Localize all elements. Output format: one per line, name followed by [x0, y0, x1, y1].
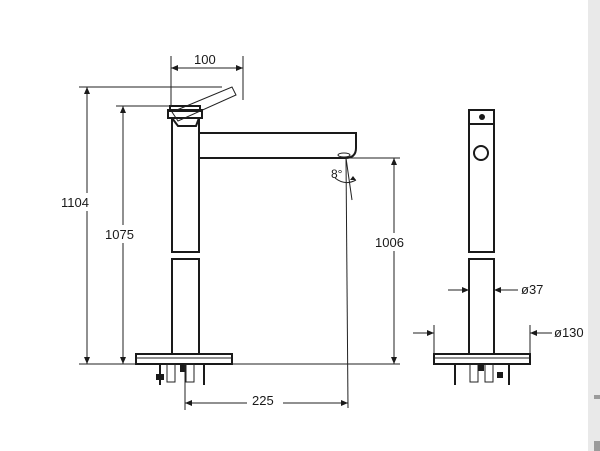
supply-hose-right [185, 363, 195, 383]
side-view [433, 109, 531, 385]
dim-label-lever-height-bg [103, 225, 145, 243]
base-plate [135, 353, 233, 365]
supply-hose-left [166, 363, 176, 383]
side-bolt-nut [497, 372, 503, 378]
lever-raised [171, 86, 237, 122]
side-hose-right [484, 363, 494, 383]
dim-label-spout-angle: 8° [331, 167, 343, 181]
lever-closed [169, 105, 201, 112]
scrollbar-thumb[interactable] [594, 441, 600, 451]
side-upper-body [468, 123, 495, 253]
dim-label-base-diameter: ø130 [554, 325, 584, 340]
dim-label-total-height-bg [58, 193, 104, 211]
side-fixing-nut [478, 364, 484, 371]
dim-label-body-diameter: ø37 [521, 282, 543, 297]
dim-label-spout-reach: 225 [252, 393, 274, 408]
faucet-upper-body [171, 117, 200, 253]
dim-total-height [79, 86, 222, 365]
dim-label-spout-height: 1006 [375, 235, 404, 250]
side-lower-body [468, 258, 495, 355]
side-base-plate [433, 353, 531, 365]
faucet-lower-body [171, 258, 200, 355]
bolt-nut-left [156, 374, 164, 380]
scrollbar-marker [594, 395, 600, 399]
dim-spout-height [232, 157, 400, 365]
dim-label-spout-reach-bg [247, 392, 283, 408]
side-cap-hole [479, 114, 485, 120]
handle-joint [171, 117, 200, 127]
dim-label-spout-height-bg [372, 233, 416, 251]
faucet-spout [199, 132, 357, 159]
dim-label-lever-width: 100 [194, 52, 216, 67]
dim-lever-width [170, 56, 244, 106]
dim-spout-angle [334, 157, 357, 409]
spout-aerator [337, 152, 351, 158]
front-view [135, 86, 357, 385]
dim-label-lever-height: 1075 [105, 227, 134, 242]
fixing-nut [180, 364, 186, 372]
dim-base-diameter [413, 325, 552, 354]
scrollbar-track[interactable] [588, 0, 600, 451]
dim-body-diameter [448, 287, 518, 293]
side-hose-left [469, 363, 479, 383]
dim-label-total-height: 1104 [61, 195, 89, 210]
side-spout-outlet [473, 145, 489, 161]
